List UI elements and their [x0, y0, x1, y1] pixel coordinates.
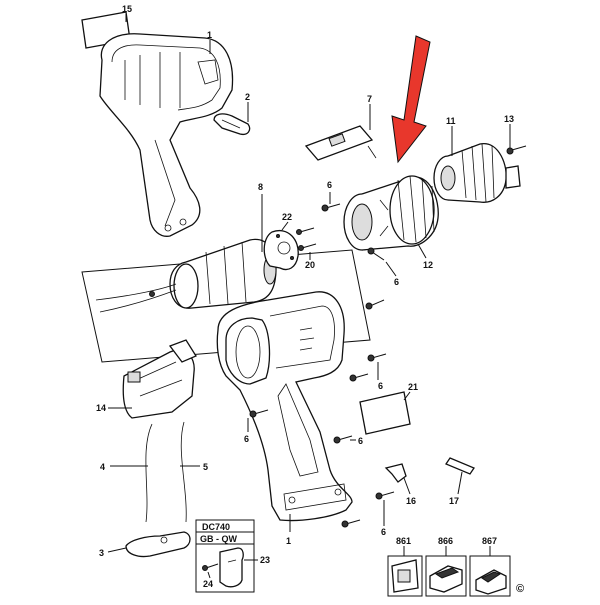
accessory-866-charger[interactable] [425, 555, 467, 597]
callout-6-c: 6 [378, 381, 383, 391]
callout-867: 867 [482, 536, 497, 546]
callout-22: 22 [282, 212, 292, 222]
callout-21: 21 [408, 382, 418, 392]
part-5-wire[interactable] [180, 421, 187, 523]
callout-16: 16 [406, 496, 416, 506]
part-6-screw-a[interactable] [321, 203, 341, 212]
part-11-chuck[interactable] [433, 143, 521, 203]
part-24-screw[interactable] [202, 563, 219, 571]
model-number: DC740 [202, 522, 230, 532]
callout-866: 866 [438, 536, 453, 546]
callout-5: 5 [203, 462, 208, 472]
part-23-cover[interactable] [219, 547, 244, 588]
part-6-screw-c[interactable] [365, 299, 385, 310]
part-12-gearbox[interactable] [343, 175, 439, 251]
callout-1-bottom: 1 [286, 536, 291, 546]
callout-24: 24 [203, 579, 213, 589]
highlight-arrow [391, 35, 431, 164]
accessory-861-case[interactable] [387, 555, 423, 597]
callout-1-top: 1 [207, 30, 212, 40]
part-6-screw-g[interactable] [333, 435, 353, 444]
part-4-wire[interactable] [145, 423, 153, 523]
callout-14: 14 [96, 403, 106, 413]
callout-3: 3 [99, 548, 104, 558]
callout-13: 13 [504, 114, 514, 124]
part-3-bracket[interactable] [125, 531, 191, 558]
callout-6-b: 6 [394, 277, 399, 287]
part-6-screw-h[interactable] [341, 519, 361, 528]
part-14-switch[interactable] [122, 339, 197, 419]
part-17-pin[interactable] [445, 457, 475, 475]
part-6-screw-e[interactable] [349, 373, 369, 382]
callout-6-f: 6 [381, 527, 386, 537]
callout-11: 11 [446, 116, 456, 126]
part-8-motor-box[interactable] [81, 227, 371, 363]
callout-20: 20 [305, 260, 315, 270]
callout-6-d: 6 [244, 434, 249, 444]
part-6-screw-i[interactable] [375, 491, 395, 500]
part-7-plate[interactable] [304, 125, 377, 161]
part-1-housing-left[interactable] [99, 33, 234, 237]
callout-8: 8 [258, 182, 263, 192]
callout-6-a: 6 [327, 180, 332, 190]
part-6-screw-d[interactable] [367, 353, 387, 362]
callout-7: 7 [367, 94, 372, 104]
callout-17: 17 [449, 496, 459, 506]
part-6-screw-f[interactable] [249, 409, 269, 418]
callout-layer: 15 1 2 7 11 13 6 8 22 20 12 6 14 [96, 4, 514, 589]
callout-12: 12 [423, 260, 433, 270]
part-16-clip[interactable] [384, 463, 407, 483]
model-region: GB - QW [200, 534, 237, 544]
callout-23: 23 [260, 555, 270, 565]
part-1-housing-right[interactable] [216, 291, 353, 522]
part-21-label-card[interactable] [359, 391, 411, 435]
callout-861: 861 [396, 536, 411, 546]
copyright-mark: © [516, 583, 524, 595]
part-6-screw-b[interactable] [367, 247, 385, 261]
callout-6-e: 6 [358, 436, 363, 446]
callout-15: 15 [122, 4, 132, 14]
model-box [195, 519, 255, 593]
callout-4: 4 [100, 462, 105, 472]
callout-2: 2 [245, 92, 250, 102]
accessory-867-battery[interactable] [469, 555, 511, 597]
part-2-switch-slider[interactable] [213, 113, 251, 136]
